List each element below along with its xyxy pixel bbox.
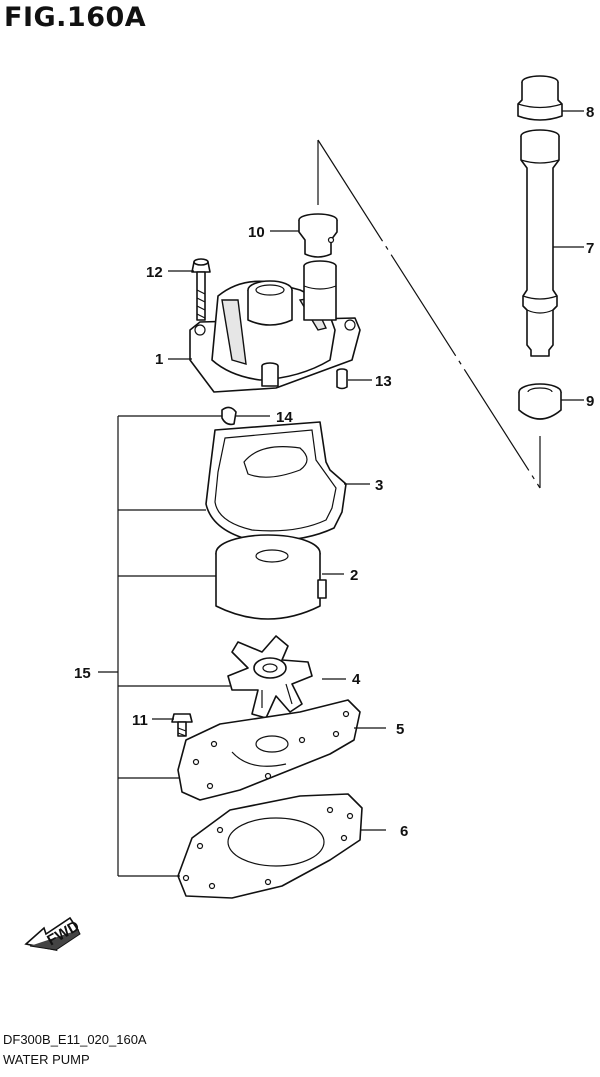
callout-11: 11 (132, 712, 148, 729)
callout-1: 1 (155, 351, 163, 368)
part-6-gasket-plate[interactable] (177, 793, 363, 899)
part-8-cap[interactable] (517, 75, 563, 121)
callout-12: 12 (146, 264, 163, 281)
group-bracket-15 (98, 415, 230, 877)
callout-4: 4 (352, 671, 361, 688)
callout-9: 9 (586, 393, 594, 410)
part-14-key[interactable] (221, 406, 237, 426)
callout-15: 15 (74, 665, 91, 682)
callout-7: 7 (586, 240, 594, 257)
part-12-bolt[interactable] (191, 258, 211, 321)
figure-title: FIG.160A (4, 2, 147, 33)
part-3-gasket[interactable] (205, 421, 347, 542)
callout-5: 5 (396, 721, 404, 738)
part-10-sleeve[interactable] (298, 213, 338, 258)
figure-name: WATER PUMP (3, 1052, 90, 1067)
callout-2: 2 (350, 567, 358, 584)
part-7-tube[interactable] (520, 129, 560, 357)
part-11-bolt[interactable] (171, 713, 193, 737)
callout-10: 10 (248, 224, 265, 241)
tube-assembly[interactable] (317, 75, 584, 489)
part-1-pump-case[interactable] (189, 260, 361, 393)
callout-14: 14 (276, 409, 293, 426)
fwd-arrow-icon: FWD (24, 916, 83, 952)
callout-3: 3 (375, 477, 383, 494)
part-4-impeller[interactable] (227, 635, 313, 719)
part-5-plate[interactable] (177, 699, 361, 801)
figure-code: DF300B_E11_020_160A (3, 1032, 147, 1047)
callout-13: 13 (375, 373, 392, 390)
part-9-seal[interactable] (518, 383, 562, 420)
callout-8: 8 (586, 104, 594, 121)
callout-6: 6 (400, 823, 408, 840)
part-13-pin[interactable] (336, 368, 348, 390)
part-2-liner[interactable] (215, 534, 327, 620)
